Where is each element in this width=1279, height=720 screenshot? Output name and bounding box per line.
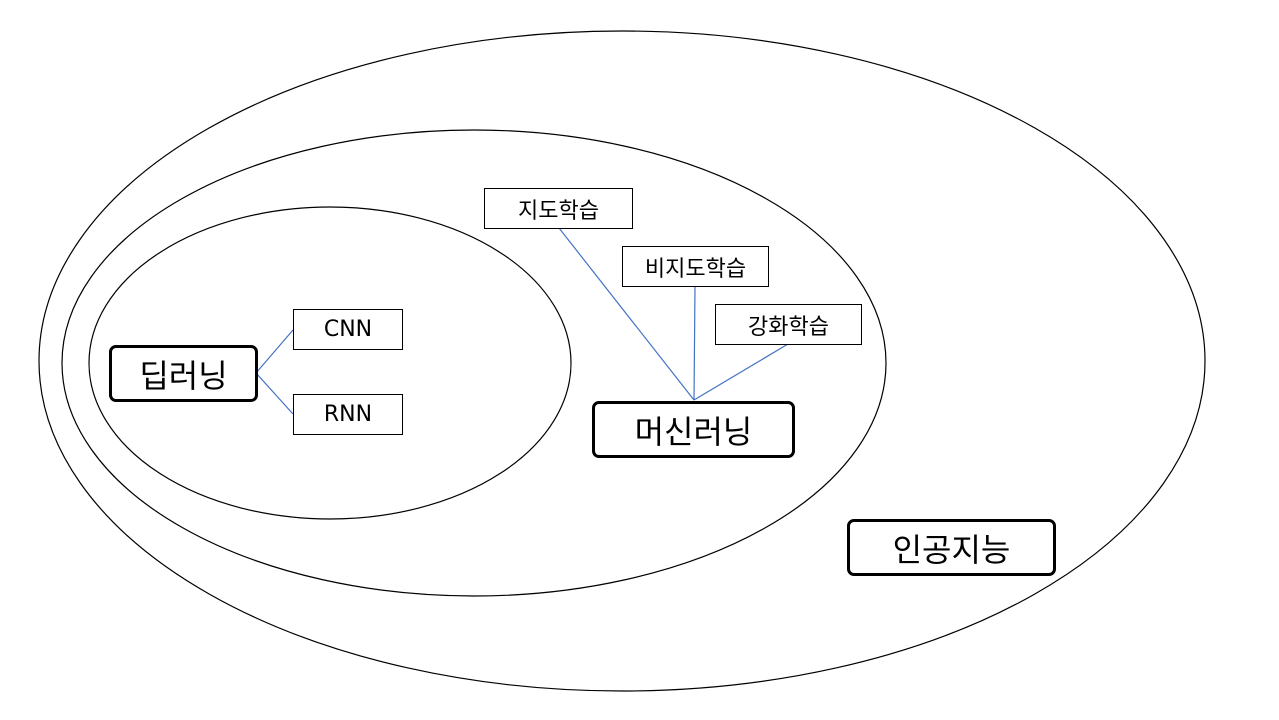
ml-child-unsupervised: 비지도학습 (622, 246, 769, 287)
ai-ellipse (38, 30, 1206, 692)
connector-ml-supervised (558, 227, 695, 401)
ml-ellipse (61, 129, 887, 597)
dl-ellipse (88, 206, 572, 520)
connector-ml-unsupervised (693, 285, 696, 401)
connector-ml-reinforcement (693, 343, 789, 401)
ml-child-supervised: 지도학습 (484, 188, 633, 229)
dl-child-cnn: CNN (293, 309, 403, 350)
ai-label: 인공지능 (847, 519, 1056, 576)
connector-dl-cnn (255, 329, 294, 374)
connector-dl-rnn (255, 372, 294, 415)
ml-child-reinforcement: 강화학습 (715, 304, 862, 345)
dl-child-rnn: RNN (293, 394, 403, 435)
dl-label: 딥러닝 (109, 345, 258, 402)
ml-label: 머신러닝 (592, 401, 795, 458)
